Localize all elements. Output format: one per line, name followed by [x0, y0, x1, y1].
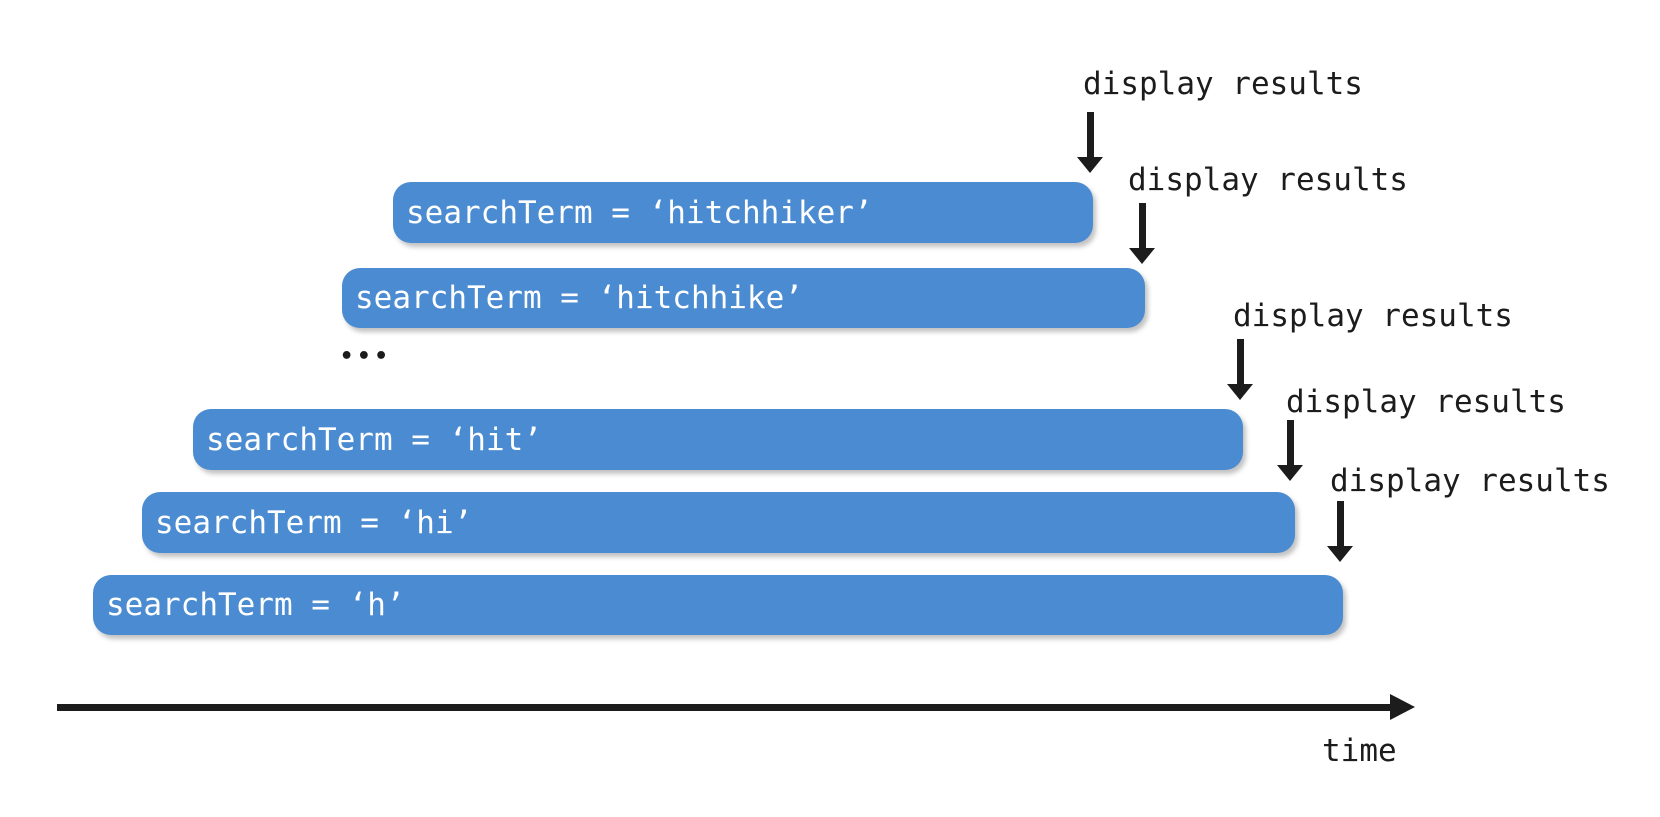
search-term-text: searchTerm = ‘h’: [106, 587, 405, 623]
ellipsis: •••: [340, 344, 392, 369]
down-arrow-icon: [1129, 203, 1155, 264]
display-results-label: display results: [1083, 66, 1363, 102]
time-axis-line: [57, 704, 1393, 711]
search-term-bar-hitchhiker: searchTerm = ‘hitchhiker’: [393, 182, 1093, 243]
down-arrow-icon: [1277, 420, 1303, 481]
right-arrow-icon: [1390, 694, 1415, 720]
display-results-label: display results: [1330, 463, 1610, 499]
display-results-label: display results: [1286, 384, 1566, 420]
search-term-bar-hitchhike: searchTerm = ‘hitchhike’: [342, 268, 1145, 328]
display-results-label: display results: [1128, 162, 1408, 198]
display-results-label: display results: [1233, 298, 1513, 334]
time-axis: [57, 694, 1415, 720]
search-term-bar-hi: searchTerm = ‘hi’: [142, 492, 1295, 553]
search-term-bar-h: searchTerm = ‘h’: [93, 575, 1343, 635]
down-arrow-icon: [1327, 501, 1353, 562]
down-arrow-icon: [1077, 112, 1103, 173]
search-term-bar-hit: searchTerm = ‘hit’: [193, 409, 1243, 470]
time-axis-label: time: [1322, 733, 1397, 769]
search-term-text: searchTerm = ‘hitchhike’: [355, 280, 803, 316]
search-term-text: searchTerm = ‘hi’: [155, 504, 473, 541]
search-term-text: searchTerm = ‘hit’: [206, 421, 542, 458]
search-term-text: searchTerm = ‘hitchhiker’: [406, 194, 873, 231]
down-arrow-icon: [1227, 339, 1253, 400]
